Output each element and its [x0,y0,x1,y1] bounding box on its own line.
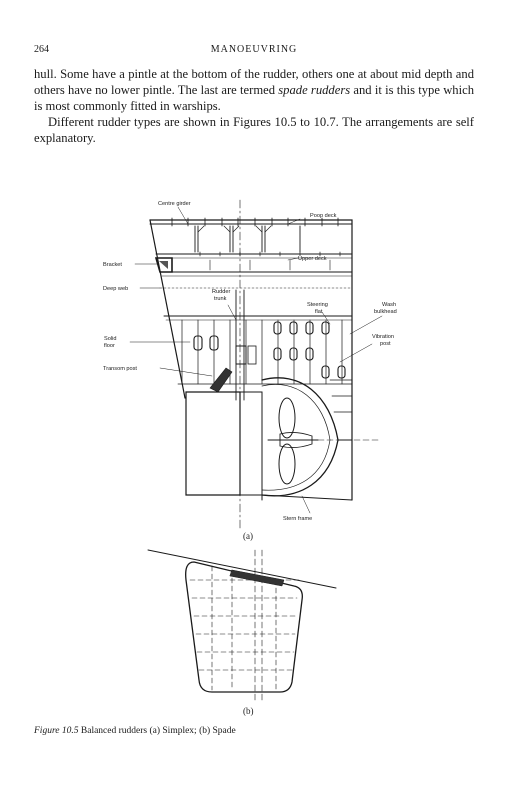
label-vibration-post-1: Vibration [372,334,394,340]
figure-caption: Figure 10.5 Balanced rudders (a) Simplex… [34,726,474,736]
label-vibration-post-2: post [380,341,391,347]
label-steering-flat-2: flat [315,309,323,315]
label-rudder-trunk-2: trunk [214,296,227,302]
subfigure-a-label: (a) [243,531,253,541]
caption-text: Balanced rudders (a) Simplex; (b) Spade [78,726,236,736]
p1-text-b: and it is this type which is most common… [34,83,474,113]
p1-text-a: hull. Some have a pintle at the bottom o… [34,67,474,97]
label-wash-bulkhead-1: Wash [382,302,396,308]
figure-b-drawing [147,549,337,701]
label-bracket: Bracket [103,262,122,268]
figure-a-drawing [129,199,383,531]
page-header: 264 MANOEUVRING [34,44,474,58]
body-text: hull. Some have a pintle at the bottom o… [34,66,474,146]
figure-a-labels: Centre girder Poop deck Upper deck Brack… [103,201,397,541]
label-stern-frame: Stern frame [283,516,312,522]
label-centre-girder: Centre girder [158,201,191,207]
caption-figure-label: Figure 10.5 [34,726,79,736]
label-rudder-trunk-1: Rudder [212,289,230,295]
paragraph-2: Different rudder types are shown in Figu… [34,115,474,145]
paragraph-1: hull. Some have a pintle at the bottom o… [34,66,474,114]
label-poop-deck: Poop deck [310,213,337,219]
label-steering-flat-1: Steering [307,302,328,308]
page-number: 264 [34,44,49,55]
label-solid-floor-1: Solid [104,336,116,342]
running-head: MANOEUVRING [210,44,298,55]
subfigure-b-label: (b) [243,706,254,716]
p1-emphasis: spade rudders [278,83,351,97]
label-solid-floor-2: floor [104,343,115,349]
label-upper-deck: Upper deck [298,256,327,262]
label-transom-post: Transom post [103,366,137,372]
label-deep-web: Deep web [103,286,128,292]
label-wash-bulkhead-2: bulkhead [374,309,397,315]
